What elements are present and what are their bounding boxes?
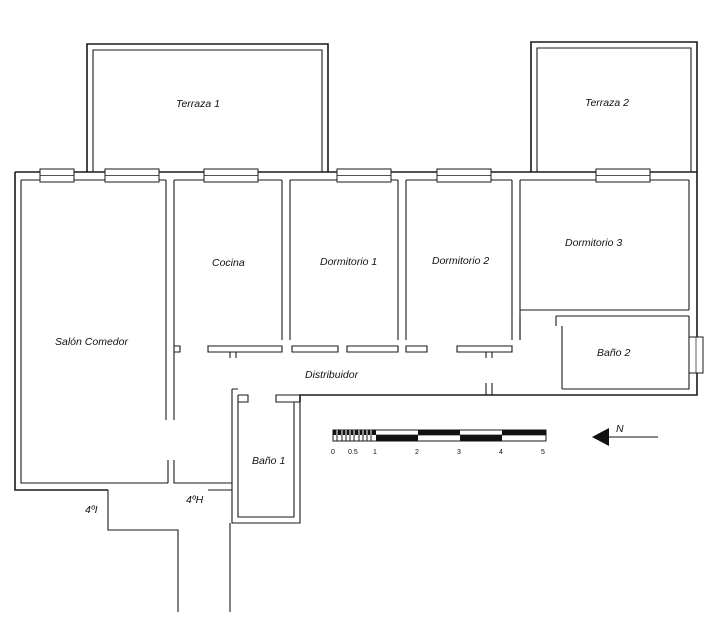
outer-walls bbox=[14, 171, 698, 491]
scale-bar-fine-ticks-lower bbox=[336, 435, 372, 441]
label-neighbor-4i: 4ºI bbox=[85, 504, 98, 516]
label-terraza-2: Terraza 2 bbox=[585, 97, 629, 109]
label-bano-1: Baño 1 bbox=[252, 455, 285, 467]
label-dormitorio-3: Dormitorio 3 bbox=[565, 237, 622, 249]
scale-tick-0-5: 0.5 bbox=[348, 449, 358, 456]
window-cocina bbox=[203, 168, 259, 183]
scale-bar-seg-1-2-lower bbox=[376, 435, 418, 441]
label-cocina: Cocina bbox=[212, 257, 245, 269]
north-arrow-head bbox=[592, 428, 609, 446]
window-dormitorio-3 bbox=[595, 168, 651, 183]
scale-tick-5: 5 bbox=[541, 449, 545, 456]
window-terraza-1-left bbox=[104, 168, 160, 183]
neighbor-boundaries bbox=[107, 490, 231, 612]
label-neighbor-4h: 4ºH bbox=[186, 494, 204, 506]
north-label: N bbox=[616, 423, 624, 435]
label-dormitorio-1: Dormitorio 1 bbox=[320, 256, 377, 268]
label-terraza-1: Terraza 1 bbox=[176, 98, 220, 110]
scale-tick-3: 3 bbox=[457, 449, 461, 456]
north-arrow: N bbox=[592, 423, 658, 446]
terraza-1-area bbox=[86, 43, 329, 172]
scale-bar: 0 0.5 1 2 3 4 5 bbox=[331, 429, 547, 456]
scale-tick-1: 1 bbox=[373, 449, 377, 456]
scale-tick-2: 2 bbox=[415, 449, 419, 456]
scale-bar-seg-4-5-upper bbox=[502, 430, 546, 435]
scale-bar-seg-2-3-upper bbox=[418, 430, 460, 435]
interior-walls bbox=[165, 180, 690, 524]
window-dormitorio-2 bbox=[436, 168, 492, 183]
scale-tick-4: 4 bbox=[499, 449, 503, 456]
terraza-2-area bbox=[530, 41, 698, 172]
label-distribuidor: Distribuidor bbox=[305, 369, 359, 381]
label-dormitorio-2: Dormitorio 2 bbox=[432, 255, 489, 267]
windows bbox=[39, 168, 704, 374]
scale-bar-fine-ticks bbox=[336, 430, 372, 435]
window-dormitorio-1 bbox=[336, 168, 392, 183]
scale-tick-0: 0 bbox=[331, 449, 335, 456]
label-salon-comedor: Salón Comedor bbox=[55, 336, 128, 348]
window-bano-2 bbox=[688, 336, 704, 374]
room-labels: Terraza 1 Terraza 2 Cocina Dormitorio 1 … bbox=[55, 97, 630, 516]
window-salon bbox=[39, 168, 75, 183]
label-bano-2: Baño 2 bbox=[597, 347, 630, 359]
scale-bar-seg-3-4-lower bbox=[460, 435, 502, 441]
